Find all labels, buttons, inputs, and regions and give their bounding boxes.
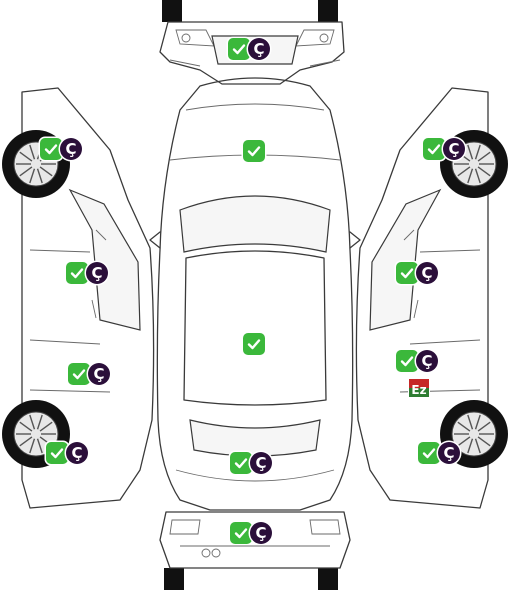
damage-code-badge: Ç (66, 442, 88, 464)
wheel-spoke (29, 414, 36, 430)
right-front-fender-marker[interactable]: Ç (423, 138, 465, 160)
trunk-marker[interactable]: Ç (230, 452, 272, 474)
right-front-door-marker[interactable]: Ç (396, 262, 438, 284)
wheel-spoke (29, 144, 36, 160)
left-rear-fender-marker[interactable]: Ç (46, 442, 88, 464)
wheel-spoke (457, 436, 471, 447)
wheel-spoke (477, 436, 491, 447)
wheel-spoke (467, 168, 474, 184)
wheel-spoke (39, 421, 53, 432)
check-icon (66, 262, 88, 284)
wheel-spoke (467, 438, 474, 454)
check-icon (423, 138, 445, 160)
hood-marker[interactable] (243, 140, 265, 162)
damage-code-badge: Ç (416, 262, 438, 284)
top-view-outline (149, 77, 361, 511)
wheel-spoke (29, 438, 36, 454)
check-icon (230, 452, 252, 474)
wheel-spoke (467, 144, 474, 160)
damage-code-badge: Ç (86, 262, 108, 284)
wheel-spoke (457, 421, 471, 432)
left-front-fender-marker[interactable]: Ç (40, 138, 82, 160)
check-icon (418, 442, 440, 464)
wheel-spoke (477, 151, 491, 162)
left-front-door-marker[interactable]: Ç (66, 262, 108, 284)
wheel-spoke (29, 168, 36, 184)
right-rear-door-marker[interactable]: Ç (396, 350, 438, 372)
wheel-spoke (36, 438, 43, 454)
rear-bumper-marker[interactable]: Ç (230, 522, 272, 544)
wheel-spoke (477, 166, 491, 177)
check-icon (230, 522, 252, 544)
wheel-spoke (39, 166, 53, 177)
damage-code-badge: Ç (60, 138, 82, 160)
rear-view-outline (159, 511, 351, 590)
wheel-spoke (474, 168, 481, 184)
check-icon (228, 38, 250, 60)
wheel-spoke (467, 414, 474, 430)
check-icon (68, 363, 90, 385)
wheel-spoke (474, 414, 481, 430)
wheel-spoke (19, 151, 33, 162)
wheel-spoke (19, 166, 33, 177)
damage-code-badge: Ç (250, 452, 272, 474)
check-icon (243, 333, 265, 355)
damage-code-badge: Ç (416, 350, 438, 372)
wheel-spoke (457, 166, 471, 177)
check-icon (243, 140, 265, 162)
wheel-spoke (474, 144, 481, 160)
check-icon (40, 138, 62, 160)
wheel-spoke (474, 438, 481, 454)
front-bumper-marker[interactable]: Ç (228, 38, 270, 60)
damage-code-badge: Ç (250, 522, 272, 544)
damage-code-badge: Ç (443, 138, 465, 160)
wheel-spoke (36, 414, 43, 430)
right-rear-fender-marker[interactable]: Ç (418, 442, 460, 464)
wheel-spoke (477, 421, 491, 432)
wheel-spoke (19, 436, 33, 447)
check-icon (396, 262, 418, 284)
damage-code-badge: Ç (88, 363, 110, 385)
wheel-spoke (19, 421, 33, 432)
roof-marker[interactable] (243, 333, 265, 355)
wheel-spoke (36, 168, 43, 184)
left-rear-door-marker[interactable]: Ç (68, 363, 110, 385)
damage-code-badge: Ç (438, 442, 460, 464)
damage-code-badge: Ç (248, 38, 270, 60)
check-icon (396, 350, 418, 372)
repair-note-badge: Ez (408, 378, 430, 398)
check-icon (46, 442, 68, 464)
